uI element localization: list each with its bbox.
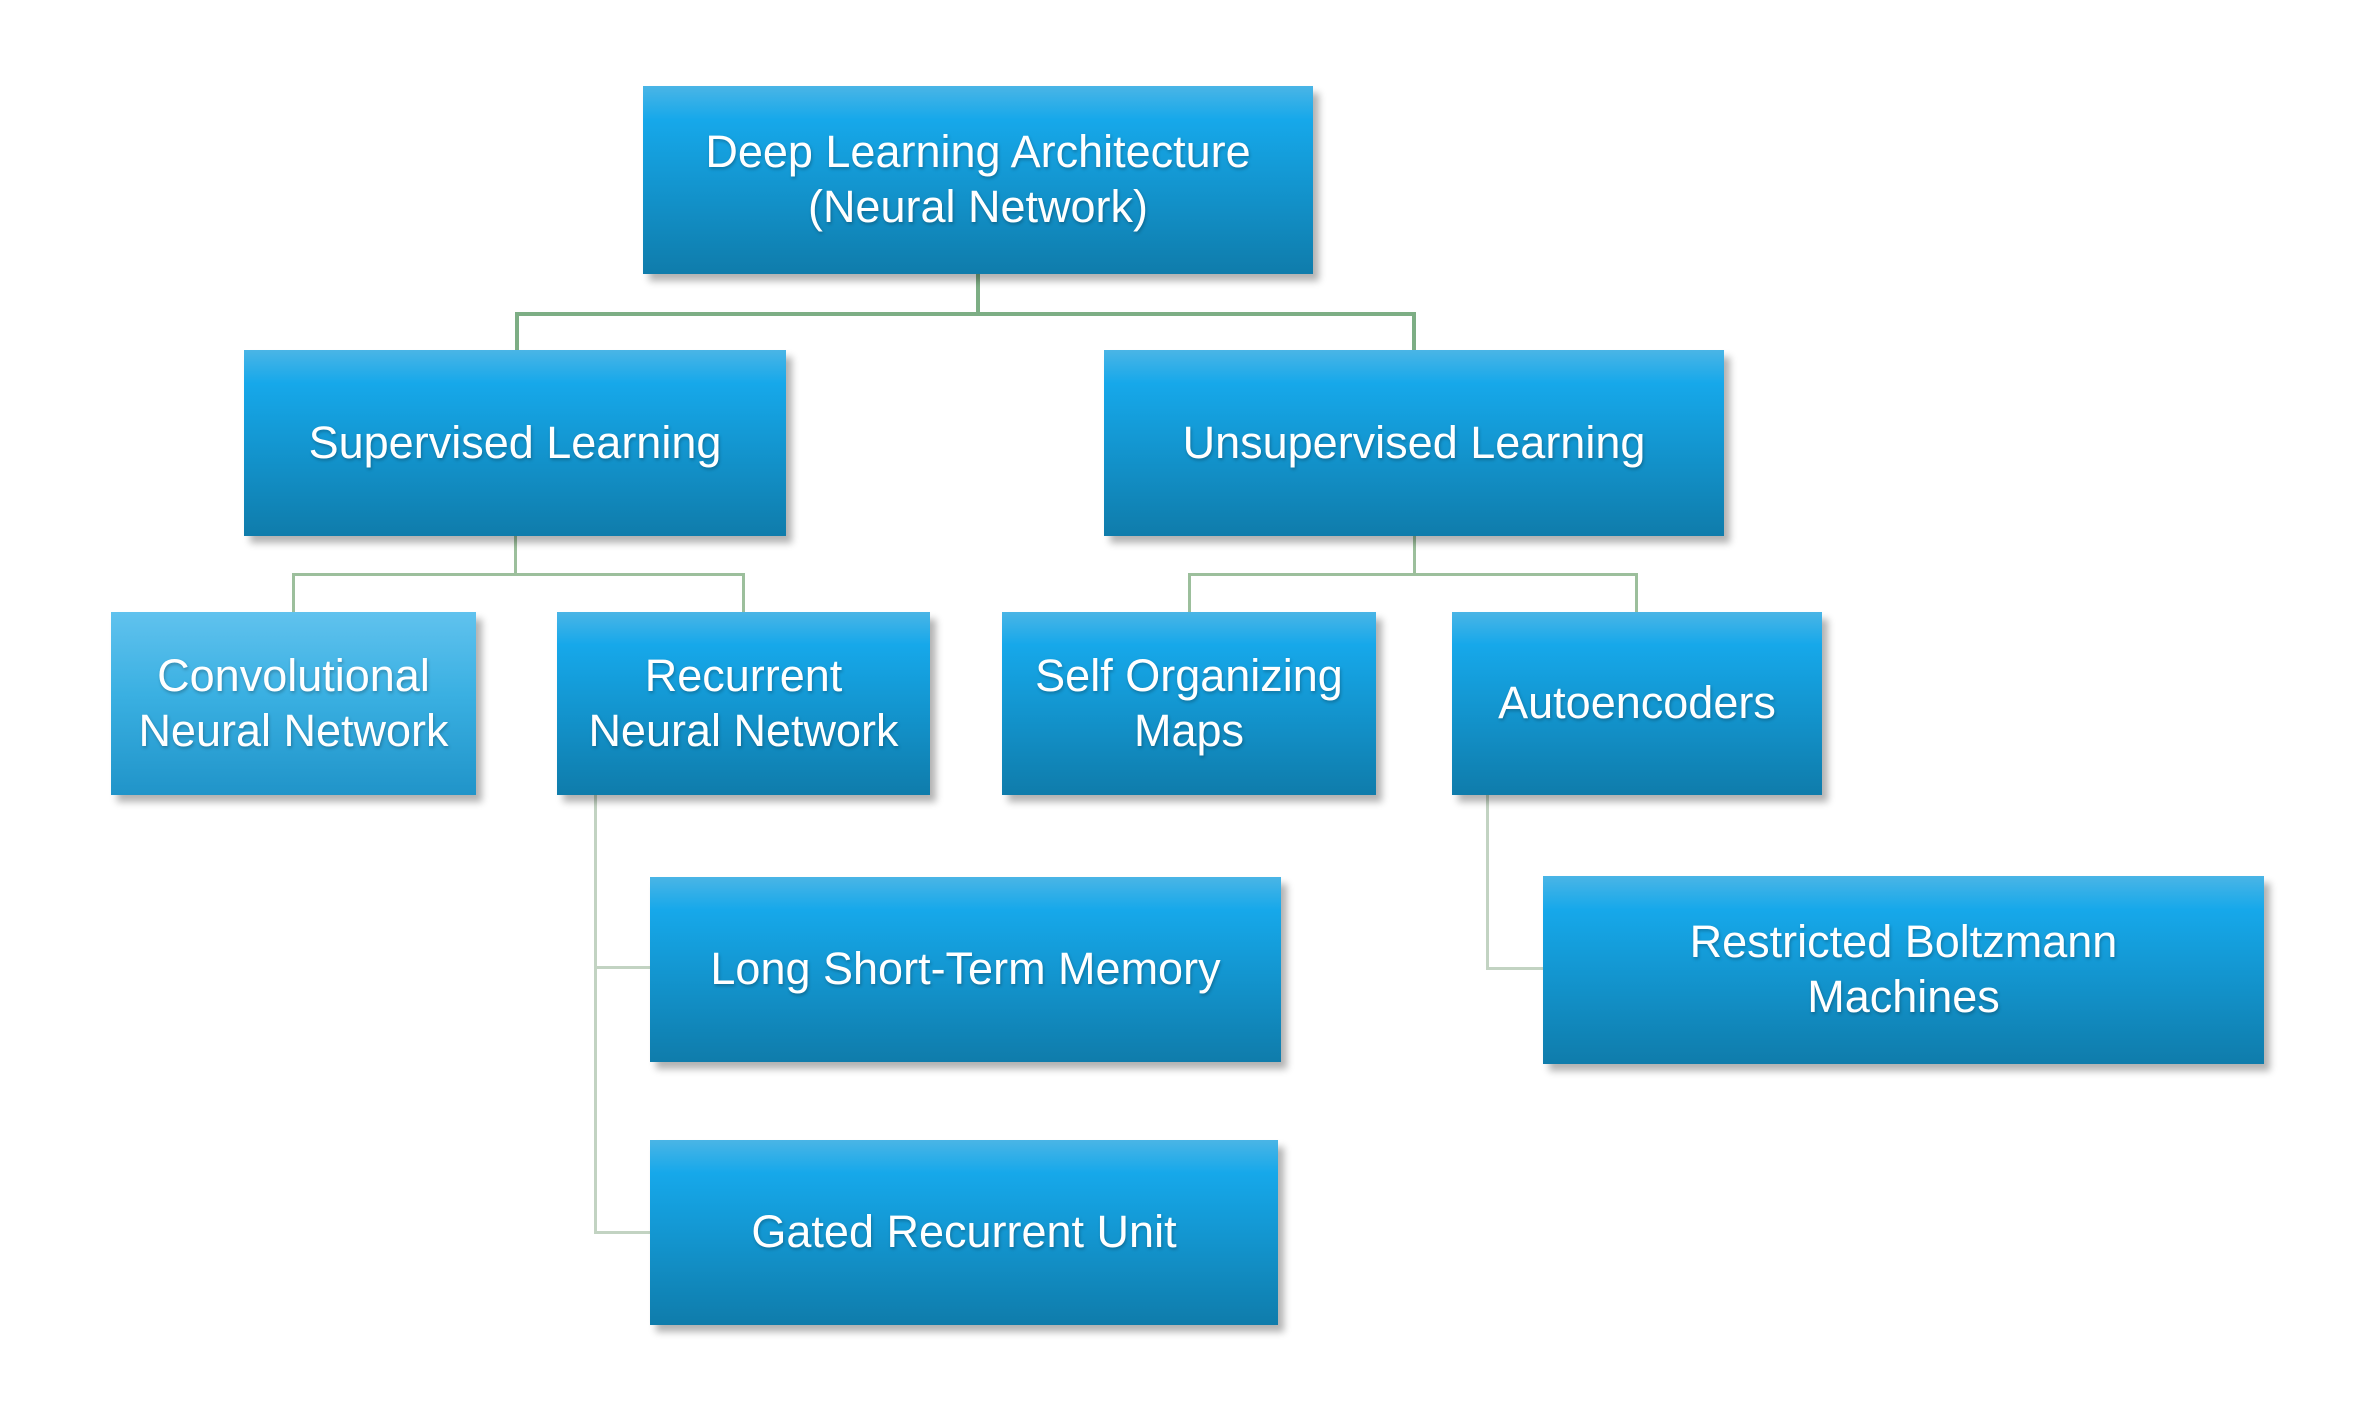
node-long-short-term-memory-label: Long Short-Term Memory bbox=[710, 943, 1221, 995]
node-deep-learning-architecture-label: Deep Learning Architecture (Neural Netwo… bbox=[705, 126, 1251, 232]
connector-unsupervised-rail bbox=[1188, 573, 1638, 576]
node-convolutional-neural-network-label: Convolutional Neural Network bbox=[138, 649, 449, 756]
node-supervised-learning-label: Supervised Learning bbox=[308, 416, 722, 468]
node-restricted-boltzmann-machines-label: Restricted Boltzmann Machines bbox=[1689, 916, 2118, 1022]
node-recurrent-neural-network: Recurrent Neural Network bbox=[557, 612, 930, 795]
connector-autoencoders-stem bbox=[1486, 795, 1489, 970]
node-long-short-term-memory: Long Short-Term Memory bbox=[650, 877, 1281, 1062]
connector-level1-rail bbox=[515, 312, 1416, 316]
connector-root-to-supervised bbox=[515, 312, 519, 350]
connector-unsupervised-to-autoencoders bbox=[1635, 573, 1638, 612]
connector-supervised-to-cnn bbox=[292, 573, 295, 612]
node-restricted-boltzmann-machines: Restricted Boltzmann Machines bbox=[1543, 876, 2264, 1064]
node-gated-recurrent-unit-label: Gated Recurrent Unit bbox=[751, 1206, 1177, 1258]
connector-unsupervised-stem bbox=[1413, 536, 1416, 573]
connector-supervised-stem bbox=[514, 536, 517, 573]
node-deep-learning-architecture: Deep Learning Architecture (Neural Netwo… bbox=[643, 86, 1313, 274]
connector-rnn-to-lstm bbox=[594, 966, 650, 969]
node-unsupervised-learning: Unsupervised Learning bbox=[1104, 350, 1724, 536]
node-supervised-learning: Supervised Learning bbox=[244, 350, 786, 536]
connector-supervised-to-rnn bbox=[742, 573, 745, 612]
node-convolutional-neural-network: Convolutional Neural Network bbox=[111, 612, 476, 795]
node-gated-recurrent-unit: Gated Recurrent Unit bbox=[650, 1140, 1278, 1325]
connector-supervised-rail bbox=[292, 573, 745, 576]
connector-root-stem bbox=[976, 274, 980, 312]
connector-autoencoders-to-rbm bbox=[1486, 967, 1543, 970]
connector-rnn-to-gru bbox=[594, 1231, 650, 1234]
node-unsupervised-learning-label: Unsupervised Learning bbox=[1182, 416, 1646, 468]
connector-unsupervised-to-som bbox=[1188, 573, 1191, 612]
connector-rnn-stem bbox=[594, 795, 597, 1234]
node-autoencoders-label: Autoencoders bbox=[1498, 677, 1776, 729]
node-self-organizing-maps-label: Self Organizing Maps bbox=[1035, 649, 1343, 756]
node-recurrent-neural-network-label: Recurrent Neural Network bbox=[588, 649, 899, 756]
connector-root-to-unsupervised bbox=[1412, 312, 1416, 350]
node-autoencoders: Autoencoders bbox=[1452, 612, 1822, 795]
node-self-organizing-maps: Self Organizing Maps bbox=[1002, 612, 1376, 795]
